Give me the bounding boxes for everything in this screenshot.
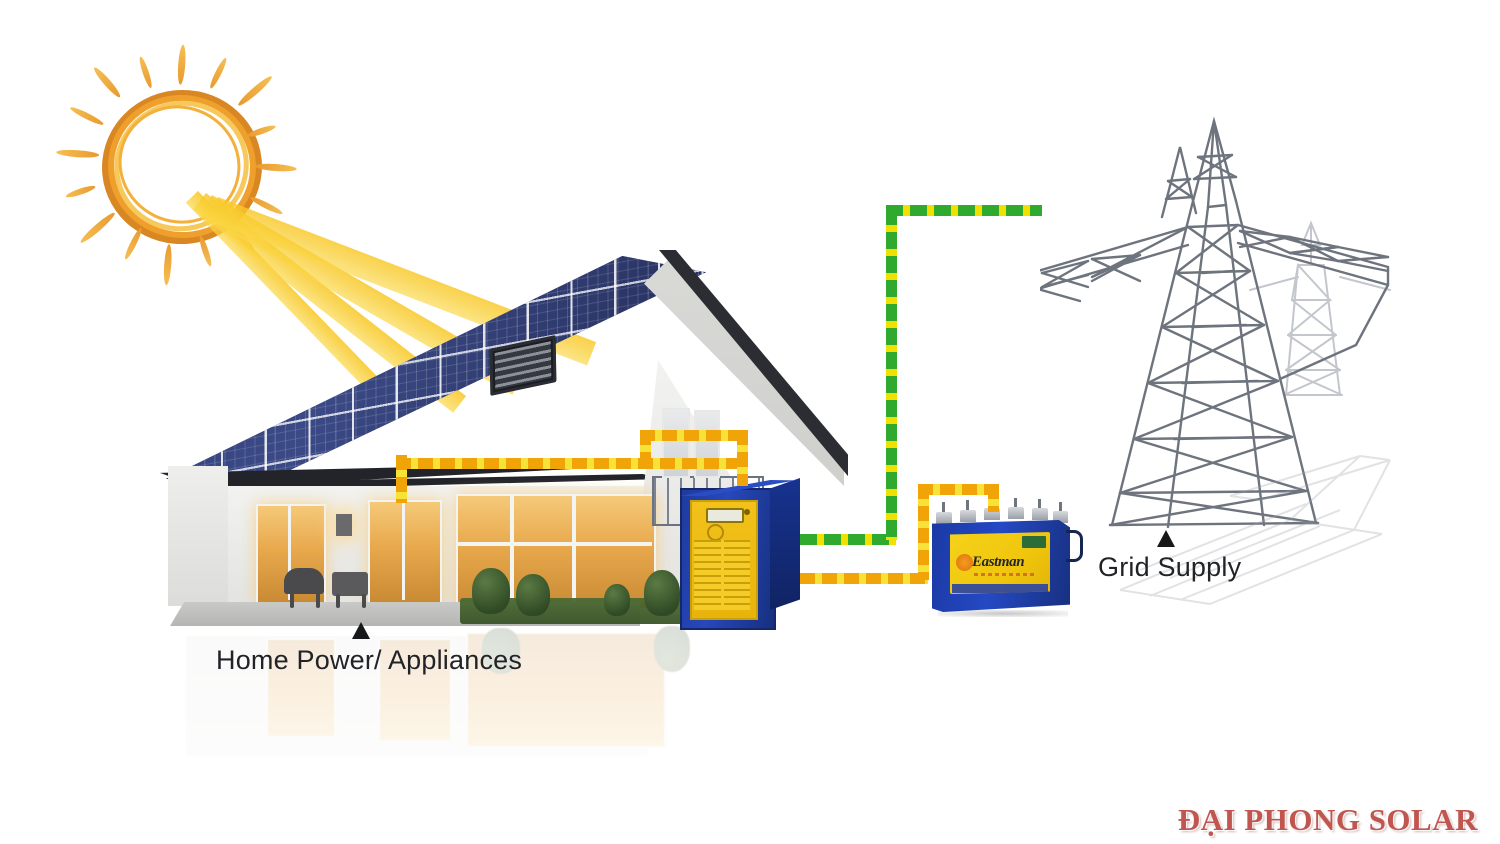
pylon-leg-right bbox=[1234, 199, 1318, 525]
home-power-arrow-icon bbox=[352, 622, 370, 639]
sun-ray bbox=[236, 73, 274, 108]
battery-terminal bbox=[966, 500, 969, 512]
sun-ray bbox=[176, 44, 187, 85]
sun-ray bbox=[208, 56, 229, 90]
battery-shadow bbox=[938, 610, 1068, 617]
battery-cell-cap bbox=[960, 510, 976, 522]
shrub bbox=[604, 584, 630, 616]
house-wall-left bbox=[168, 466, 228, 606]
cable-fascia-run-upper bbox=[640, 430, 748, 441]
cable-battery-drop bbox=[988, 484, 999, 512]
pylon-leg-inner-left bbox=[1166, 205, 1210, 529]
pylon-shadow bbox=[1110, 400, 1420, 610]
sun-ray bbox=[122, 226, 144, 261]
sun-ray bbox=[91, 64, 123, 99]
window-mullion bbox=[510, 494, 514, 606]
cable-eave-riser bbox=[640, 430, 651, 462]
watermark: ĐẠI PHONG SOLAR bbox=[1177, 802, 1478, 837]
grid-supply-arrow-icon bbox=[1157, 530, 1175, 547]
patio-chair bbox=[284, 568, 324, 594]
electricity-transmission-tower bbox=[1040, 95, 1410, 565]
battery-terminal bbox=[1059, 502, 1062, 513]
battery-cell-cap bbox=[1053, 511, 1068, 523]
cable-inverter-to-grid-horizontal bbox=[800, 534, 896, 545]
window-mullion bbox=[572, 494, 576, 606]
window-mullion bbox=[456, 542, 652, 546]
battery-cell-cap bbox=[1032, 508, 1048, 520]
cable-grid-riser bbox=[886, 208, 897, 540]
cable-battery-top-run bbox=[918, 484, 998, 495]
home-power-label: Home Power/ Appliances bbox=[216, 645, 523, 675]
shrub bbox=[472, 568, 510, 614]
solar-panel-array bbox=[166, 256, 706, 488]
battery-footer-strip bbox=[952, 584, 1048, 593]
battery-cell-cap bbox=[936, 512, 952, 524]
sun-ray bbox=[137, 55, 154, 89]
pylon-second-peak bbox=[1160, 146, 1198, 219]
battery-brand-name: Eastman bbox=[972, 554, 1025, 570]
battery-cell-cap bbox=[1008, 507, 1024, 519]
window-mullion bbox=[402, 500, 405, 600]
cable-roof-drop bbox=[396, 455, 407, 503]
inverter-side-panel bbox=[770, 478, 800, 610]
shrub bbox=[516, 574, 550, 616]
sun-ray bbox=[56, 148, 100, 159]
patio-chair-leg bbox=[290, 592, 294, 608]
inverter-indicator-light[interactable] bbox=[744, 509, 750, 515]
battery-tagline bbox=[974, 573, 1034, 576]
battery-terminal bbox=[942, 502, 945, 514]
solar-inverter bbox=[680, 478, 800, 630]
cable-inverter-to-battery-lower bbox=[800, 573, 928, 584]
cable-fascia-run-lower bbox=[396, 458, 748, 469]
inverter-logo-icon bbox=[707, 524, 724, 541]
cable-battery-riser bbox=[918, 484, 929, 580]
cable-to-inverter-top bbox=[737, 430, 748, 486]
inverter-vent-divider bbox=[721, 540, 724, 610]
window-mullion bbox=[288, 504, 291, 600]
grid-supply-label: Grid Supply bbox=[1098, 552, 1242, 582]
battery-terminal bbox=[1038, 499, 1041, 510]
patio-chair-leg bbox=[336, 594, 340, 608]
pylon-svg bbox=[1040, 116, 1391, 529]
pylon-shadow-svg bbox=[1119, 455, 1391, 605]
sun-ray bbox=[68, 104, 105, 127]
cable-grid-top-run bbox=[886, 205, 1042, 216]
battery: Eastman bbox=[928, 498, 1083, 617]
patio-chair-leg bbox=[316, 592, 320, 608]
battery-brand-sun-icon bbox=[956, 554, 973, 571]
pylon-leg-left bbox=[1110, 203, 1194, 527]
pylon-secondary bbox=[1249, 220, 1391, 396]
patio-chair-leg bbox=[362, 594, 366, 608]
battery-label: Eastman bbox=[950, 532, 1050, 594]
wall-lamp-icon bbox=[336, 514, 352, 536]
battery-cert-badge bbox=[1022, 536, 1046, 548]
shrub bbox=[644, 570, 680, 616]
sun-ray bbox=[64, 183, 97, 199]
solar-panel-cells bbox=[166, 256, 706, 488]
patio-chair bbox=[332, 572, 368, 596]
inverter-display bbox=[706, 508, 744, 523]
battery-terminal bbox=[1014, 498, 1017, 509]
sun-ray bbox=[78, 209, 117, 245]
battery-handle bbox=[1066, 530, 1083, 562]
window-left-2 bbox=[368, 500, 442, 604]
